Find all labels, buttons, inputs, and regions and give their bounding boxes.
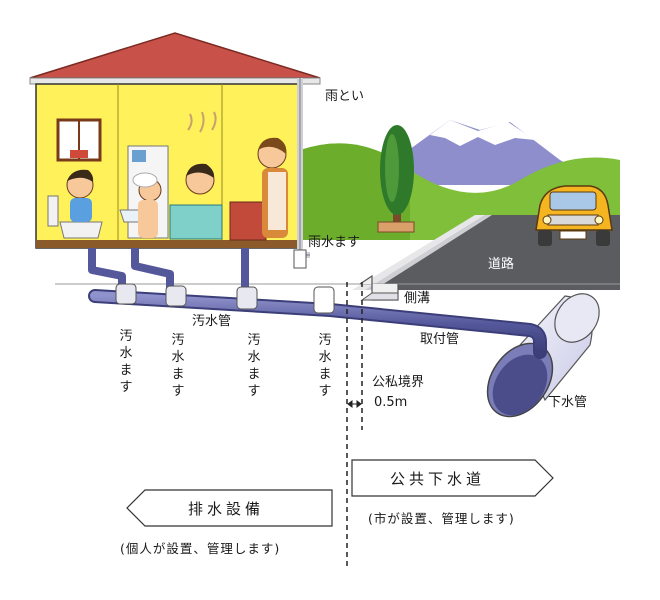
house (29, 32, 321, 249)
sewage-basin-4 (313, 286, 335, 314)
sewage-pipe-label: 汚水管 (192, 314, 232, 329)
drainage-note: (個人が設置、管理します) (120, 541, 281, 556)
road (352, 215, 620, 290)
public-sewer-arrow (351, 459, 554, 497)
drainage-arrow (126, 489, 333, 527)
rain-gutter (293, 78, 310, 269)
road-label: 道路 (488, 257, 515, 272)
rain-basin-label: 雨水ます (308, 235, 361, 250)
sewer-main-label: 下水管 (548, 395, 588, 410)
public-sewer-note: (市が設置、管理します) (368, 511, 515, 526)
sewage-basin-3 (236, 286, 258, 310)
sewage-basin-label-1: 汚水ます (119, 329, 133, 395)
public-sewer-title: 公共下水道 (390, 470, 486, 488)
drainage-title: 排水設備 (188, 500, 265, 518)
person-kitchen (257, 137, 288, 238)
side-ditch-label: 側溝 (404, 291, 431, 306)
boundary-title-label: 公私境界 (372, 375, 425, 390)
connection-pipe-label: 取付管 (420, 332, 460, 347)
boundary-lines (346, 282, 363, 570)
person-bath (185, 111, 217, 195)
sewage-basin-1 (115, 283, 137, 305)
car (535, 185, 613, 246)
person-toilet (66, 169, 94, 222)
boundary-distance-label: 0.5m (374, 395, 408, 410)
cypress-tree (377, 125, 415, 233)
sewage-basin-label-3: 汚水ます (247, 333, 261, 399)
boundary-arrow (347, 400, 362, 408)
house-sewage-pipe (88, 289, 547, 359)
sewage-basin-label-2: 汚水ます (171, 333, 185, 399)
side-ditch (359, 274, 399, 301)
sewer-main-pipe (486, 293, 600, 418)
fixture-drain-pipes (88, 248, 249, 292)
rain-gutter-label: 雨とい (325, 89, 365, 104)
person-washing-hair (132, 172, 162, 238)
sewage-basin-label-4: 汚水ます (318, 333, 332, 399)
sewage-basin-2 (165, 285, 187, 307)
